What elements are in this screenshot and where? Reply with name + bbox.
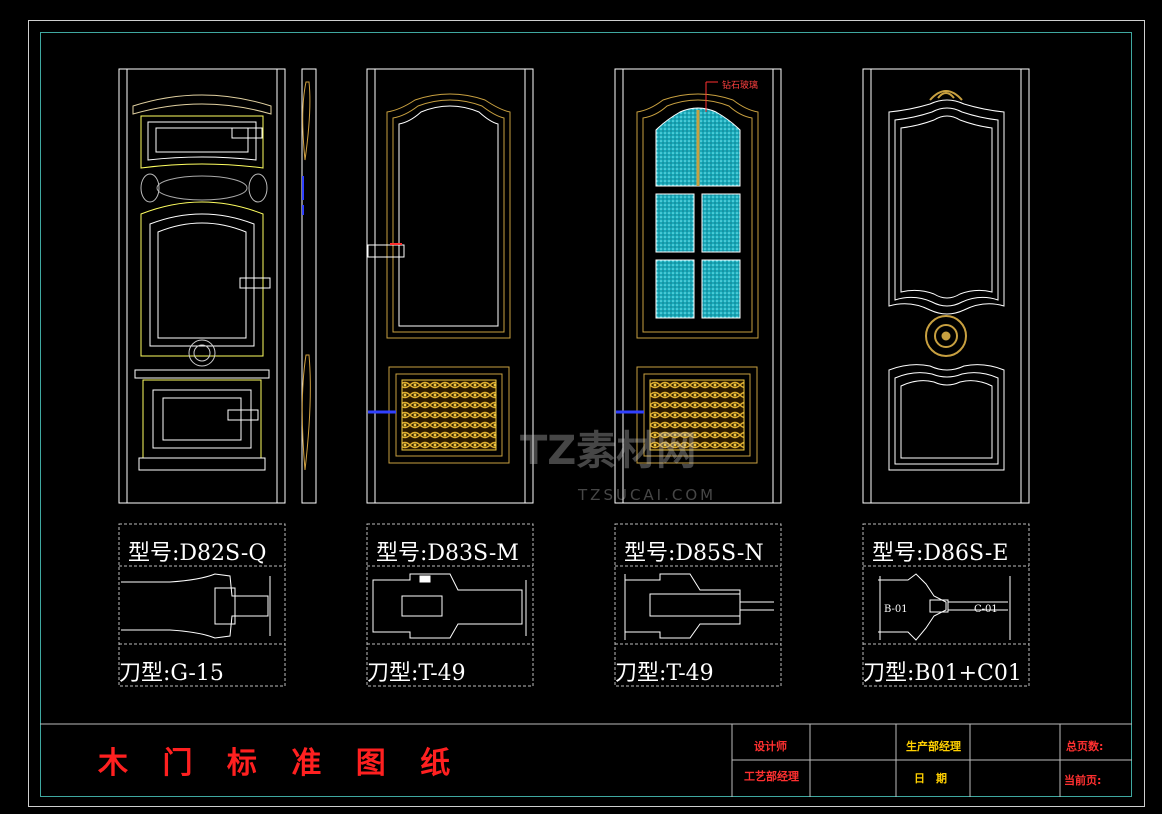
profile-tag-right: C-01	[974, 604, 998, 615]
watermark-brand: TZ素材网	[520, 428, 697, 474]
spec-tables	[118, 523, 1030, 687]
designer-label: 设计师	[754, 740, 787, 753]
glass-callout: 钻石玻璃	[722, 81, 759, 91]
outer-frame	[28, 20, 1145, 807]
door-elevation-d86s-e	[862, 68, 1030, 504]
watermark-url: TZSUCAI.COM	[578, 486, 717, 504]
door-tool-label: 刀型:T-49	[615, 661, 714, 686]
process-manager-label: 工艺部经理	[744, 770, 799, 783]
door-tool-label: 刀型:B01+C01	[863, 661, 1022, 686]
door-elevation-d82s-q	[118, 68, 286, 504]
profile-sections	[121, 573, 1011, 641]
drawing-title: 木 门 标 准 图 纸	[98, 746, 463, 781]
door-tool-label: 刀型:T-49	[367, 661, 466, 686]
door-elevation-d83s-m	[366, 68, 534, 504]
door-side-section	[301, 68, 317, 504]
door-model-label: 型号:D86S-E	[872, 541, 1009, 566]
total-pages-label: 总页数:	[1066, 740, 1104, 753]
door-elevation-d85s-n	[614, 68, 782, 504]
current-page-label: 当前页:	[1064, 774, 1102, 787]
date-label: 日 期	[914, 772, 947, 785]
inner-frame	[40, 32, 1132, 797]
door-model-label: 型号:D83S-M	[376, 541, 519, 566]
title-block-grid	[40, 723, 1132, 797]
profile-tag-left: B-01	[884, 604, 908, 615]
door-model-label: 型号:D85S-N	[624, 541, 764, 566]
door-model-label: 型号:D82S-Q	[128, 541, 267, 566]
production-manager-label: 生产部经理	[906, 740, 961, 753]
door-tool-label: 刀型:G-15	[119, 661, 224, 686]
